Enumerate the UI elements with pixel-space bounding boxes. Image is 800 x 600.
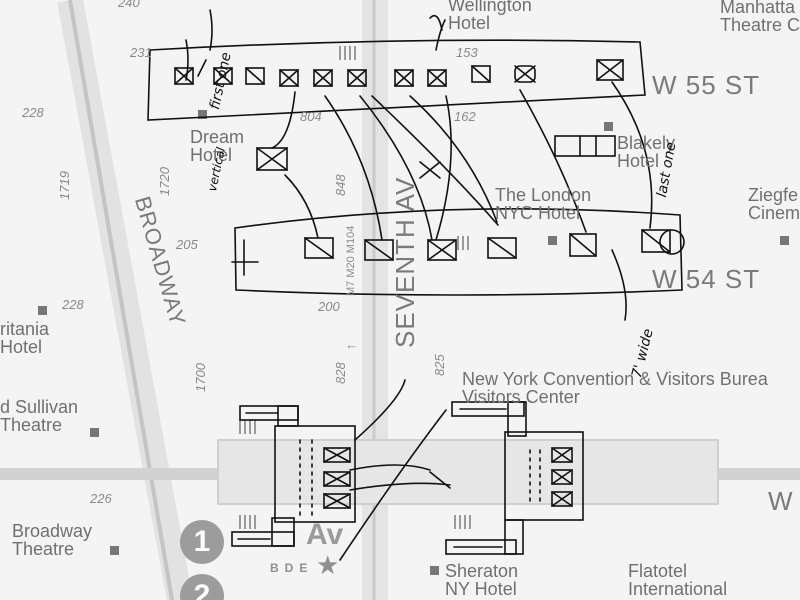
star-icon: ★	[316, 550, 340, 580]
subway-station-label: Av	[306, 518, 344, 551]
address-828: 828	[333, 362, 348, 384]
street-w54: W 54 ST	[652, 264, 761, 294]
address-1720: 1720	[157, 167, 172, 196]
address-804: 804	[300, 109, 322, 124]
street-ticks	[239, 46, 471, 529]
top-row-boxes	[174, 59, 624, 87]
bus-direction-arrow: ←	[345, 337, 358, 352]
address-226: 226	[90, 491, 112, 506]
street-seventh-av: SEVENTH AV	[390, 176, 420, 348]
subway-platform	[217, 439, 719, 505]
subway-line-2-text: 2	[193, 579, 211, 600]
address-1700: 1700	[193, 363, 208, 392]
top-row-outline	[147, 39, 646, 121]
address-205: 205	[176, 237, 198, 252]
broadway-edge	[68, 0, 174, 600]
subway-line-1-text: 1	[193, 525, 211, 558]
left-subway-sketch	[231, 379, 451, 547]
address-200: 200	[318, 299, 340, 314]
address-228a: 228	[22, 105, 44, 120]
address-1719: 1719	[57, 171, 72, 200]
street-w-edge: W	[768, 486, 794, 516]
address-228b: 228	[62, 297, 84, 312]
bottom-row-outline	[234, 208, 683, 296]
address-825: 825	[432, 354, 447, 376]
address-848: 848	[333, 174, 348, 196]
street-w55: W 55 ST	[652, 70, 761, 100]
subway-line-2-bullet: 2	[180, 574, 224, 600]
address-240: 240	[118, 0, 140, 10]
address-153: 153	[456, 45, 478, 60]
scribble-top-a	[429, 14, 443, 31]
address-231: 231	[130, 45, 152, 60]
subway-line-1-bullet: 1	[180, 520, 224, 564]
place-markers	[38, 110, 789, 575]
address-162: 162	[454, 109, 476, 124]
subway-lines-small: BDE	[270, 561, 314, 575]
right-subway-sketch	[339, 401, 584, 561]
scribble-hooks	[185, 9, 213, 81]
connector-arrows	[271, 19, 653, 321]
sketch-strokes	[147, 9, 685, 561]
bus-routes: M7 M20 M104	[345, 225, 357, 296]
bottom-row-boxes	[256, 135, 685, 261]
